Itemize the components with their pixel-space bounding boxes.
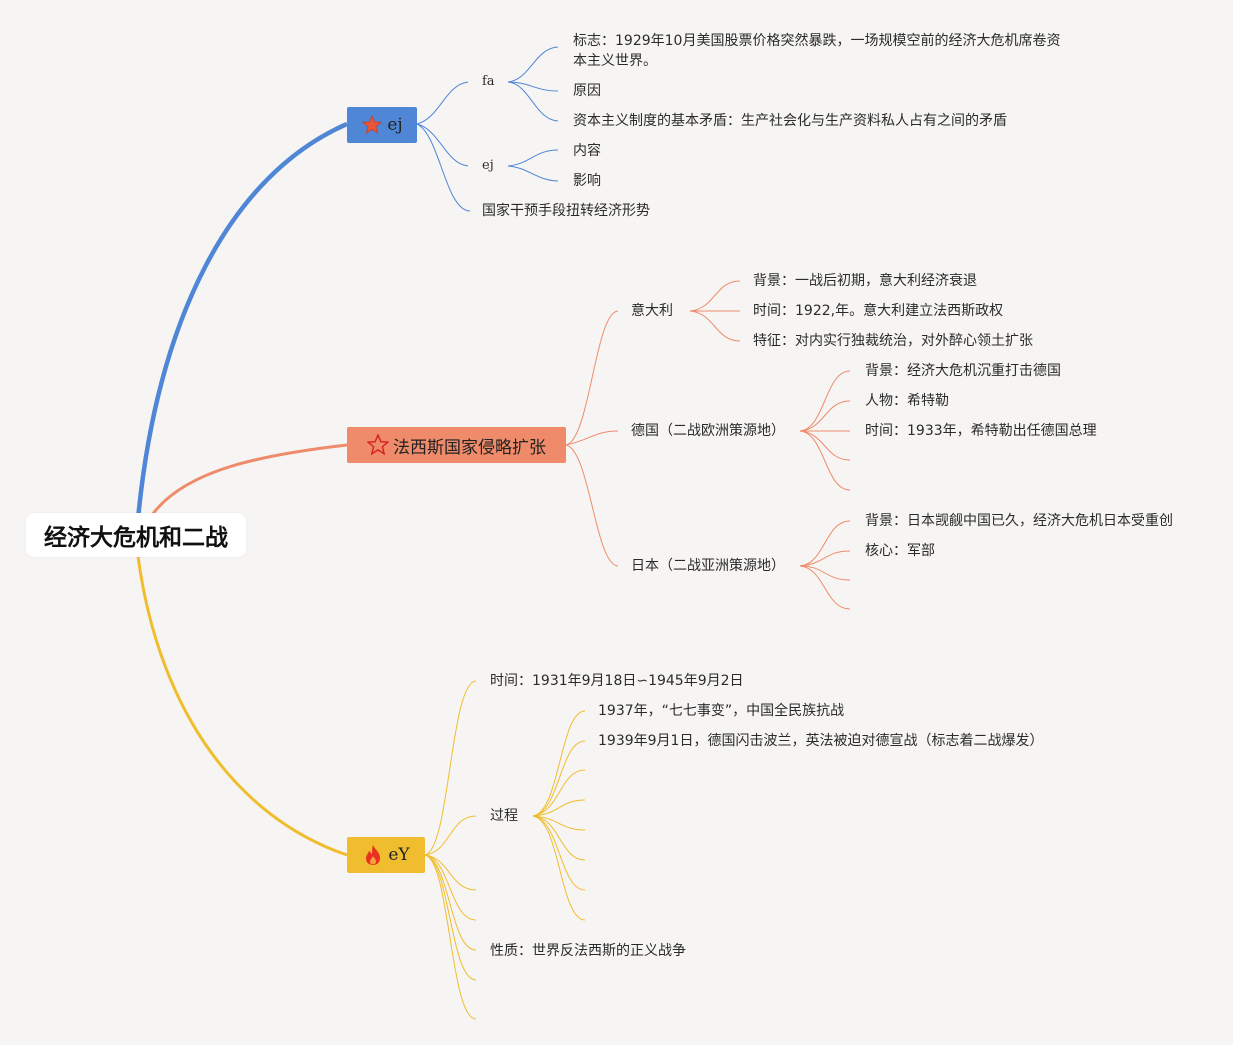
branch-connector-yellow <box>135 547 348 857</box>
star-badge-icon <box>361 114 383 136</box>
branch-connector-blue <box>134 121 348 531</box>
topic-state-intervention[interactable]: 国家干预手段扭转经济形势 <box>482 203 650 219</box>
war-time[interactable]: 时间：1931年9月18日∽1945年9月2日 <box>490 673 744 689</box>
process-1937[interactable]: 1937年，“七七事变”，中国全民族抗战 <box>598 703 845 719</box>
japan-core[interactable]: 核心：军部 <box>865 543 935 559</box>
italy-time[interactable]: 时间：1922,年。意大利建立法西斯政权 <box>753 303 1004 319</box>
branch-topic-ej[interactable]: ej <box>347 107 417 143</box>
topic-contradiction[interactable]: 资本主义制度的基本矛盾：生产社会化与生产资料私人占有之间的矛盾 <box>573 113 1007 129</box>
root-topic-label: 经济大危机和二战 <box>44 525 228 551</box>
branch-topic-ey[interactable]: eY <box>347 837 425 873</box>
war-nature[interactable]: 性质：世界反法西斯的正义战争 <box>490 943 686 959</box>
germany-time[interactable]: 时间：1933年，希特勒出任德国总理 <box>865 423 1097 439</box>
branch-connector-orange <box>150 443 348 516</box>
topic-impact[interactable]: 影响 <box>573 173 601 189</box>
flame-icon <box>362 844 384 866</box>
topic-content[interactable]: 内容 <box>573 143 601 159</box>
topic-symbol[interactable]: 标志：1929年10月美国股票价格突然暴跌，一场规模空前的经济大危机席卷资本主义… <box>573 33 1061 69</box>
subtopic-germany[interactable]: 德国（二战欧洲策源地） <box>631 423 785 439</box>
subtopic-japan[interactable]: 日本（二战亚洲策源地） <box>631 558 785 574</box>
root-topic[interactable]: 经济大危机和二战 <box>26 513 246 557</box>
branch-topic-fascism[interactable]: 法西斯国家侵略扩张 <box>347 427 566 463</box>
branch-topic-label: eY <box>388 845 410 865</box>
germany-background[interactable]: 背景：经济大危机沉重打击德国 <box>865 363 1061 379</box>
branch-topic-label: ej <box>387 115 403 135</box>
italy-feature[interactable]: 特征：对内实行独裁统治，对外醉心领土扩张 <box>753 333 1033 349</box>
branch-topic-label: 法西斯国家侵略扩张 <box>393 437 546 458</box>
germany-person[interactable]: 人物：希特勒 <box>865 393 949 409</box>
star-outline-icon <box>367 434 389 456</box>
subtopic-fa[interactable]: fa <box>482 74 495 89</box>
italy-background[interactable]: 背景：一战后初期，意大利经济衰退 <box>753 273 977 289</box>
process-1939[interactable]: 1939年9月1日，德国闪击波兰，英法被迫对德宣战（标志着二战爆发） <box>598 733 1044 749</box>
topic-cause[interactable]: 原因 <box>573 83 601 99</box>
subtopic-process[interactable]: 过程 <box>490 808 518 824</box>
japan-background[interactable]: 背景：日本觊觎中国已久，经济大危机日本受重创 <box>865 513 1173 529</box>
subtopic-ej[interactable]: ej <box>482 158 494 173</box>
subtopic-italy[interactable]: 意大利 <box>631 303 673 319</box>
